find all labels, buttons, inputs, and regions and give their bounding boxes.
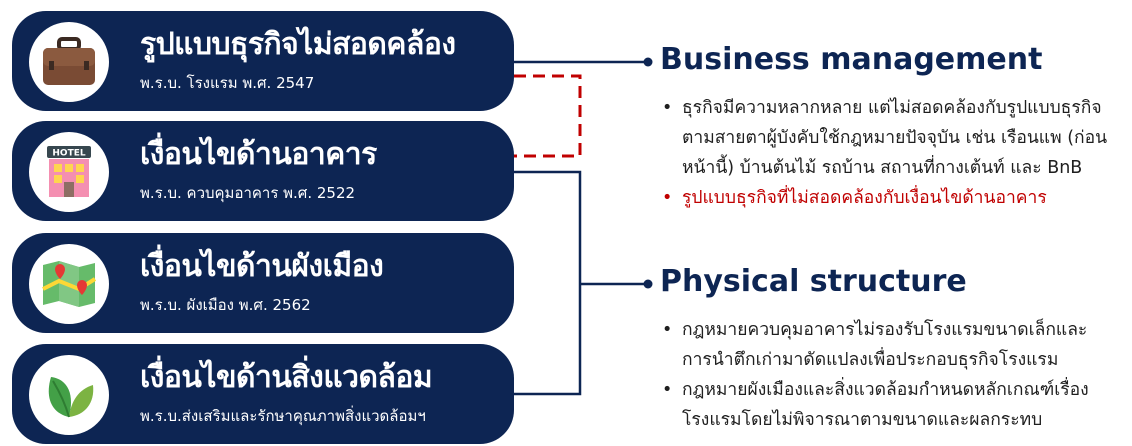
hotel-sign-label: HOTEL [52,149,85,159]
connector-dot-physical [643,279,653,289]
card-subtitle: พ.ร.บ. โรงแรม พ.ศ. 2547 [140,74,315,92]
card-city-plan: เงื่อนไขด้านผังเมือง พ.ร.บ. ผังเมือง พ.ศ… [12,233,514,333]
bullet-item: กฎหมายผังเมืองและสิ่งแวดล้อมกำหนดหลักเกณ… [660,375,1130,435]
card-title: เงื่อนไขด้านผังเมือง [140,249,384,284]
card-title: เงื่อนไขด้านอาคาร [140,137,377,172]
card-title: เงื่อนไขด้านสิ่งแวดล้อม [140,360,433,395]
bullet-item: กฎหมายควบคุมอาคารไม่รองรับโรงแรมขนาดเล็ก… [660,315,1130,375]
map-icon [29,244,109,324]
bullet-item: ธุรกิจมีความหลากหลาย แต่ไม่สอดคล้องกับรู… [660,93,1130,183]
connector-dot-business [643,57,653,67]
card-subtitle: พ.ร.บ. ผังเมือง พ.ศ. 2562 [140,296,311,314]
physical-bullet-list: กฎหมายควบคุมอาคารไม่รองรับโรงแรมขนาดเล็ก… [660,315,1130,435]
hotel-icon: HOTEL [29,132,109,212]
leaf-icon [29,355,109,435]
section-title-business: Business management [660,42,1043,77]
card-environment: เงื่อนไขด้านสิ่งแวดล้อม พ.ร.บ.ส่งเสริมแล… [12,344,514,444]
section-title-physical: Physical structure [660,264,967,299]
card-business-model: รูปแบบธุรกิจไม่สอดคล้อง พ.ร.บ. โรงแรม พ.… [12,11,514,111]
business-bullet-list: ธุรกิจมีความหลากหลาย แต่ไม่สอดคล้องกับรู… [660,93,1130,213]
bullet-item-highlight: รูปแบบธุรกิจที่ไม่สอดคล้องกับเงื่อนไขด้า… [660,183,1130,213]
briefcase-icon [29,22,109,102]
dashed-link [514,74,582,158]
card-subtitle: พ.ร.บ.ส่งเสริมและรักษาคุณภาพสิ่งแวดล้อมฯ [140,407,426,425]
card-building: HOTEL เงื่อนไขด้านอาคาร พ.ร.บ. ควบคุมอาค… [12,121,514,221]
connector-bracket [514,170,582,396]
card-title: รูปแบบธุรกิจไม่สอดคล้อง [140,27,456,62]
card-subtitle: พ.ร.บ. ควบคุมอาคาร พ.ศ. 2522 [140,184,356,202]
